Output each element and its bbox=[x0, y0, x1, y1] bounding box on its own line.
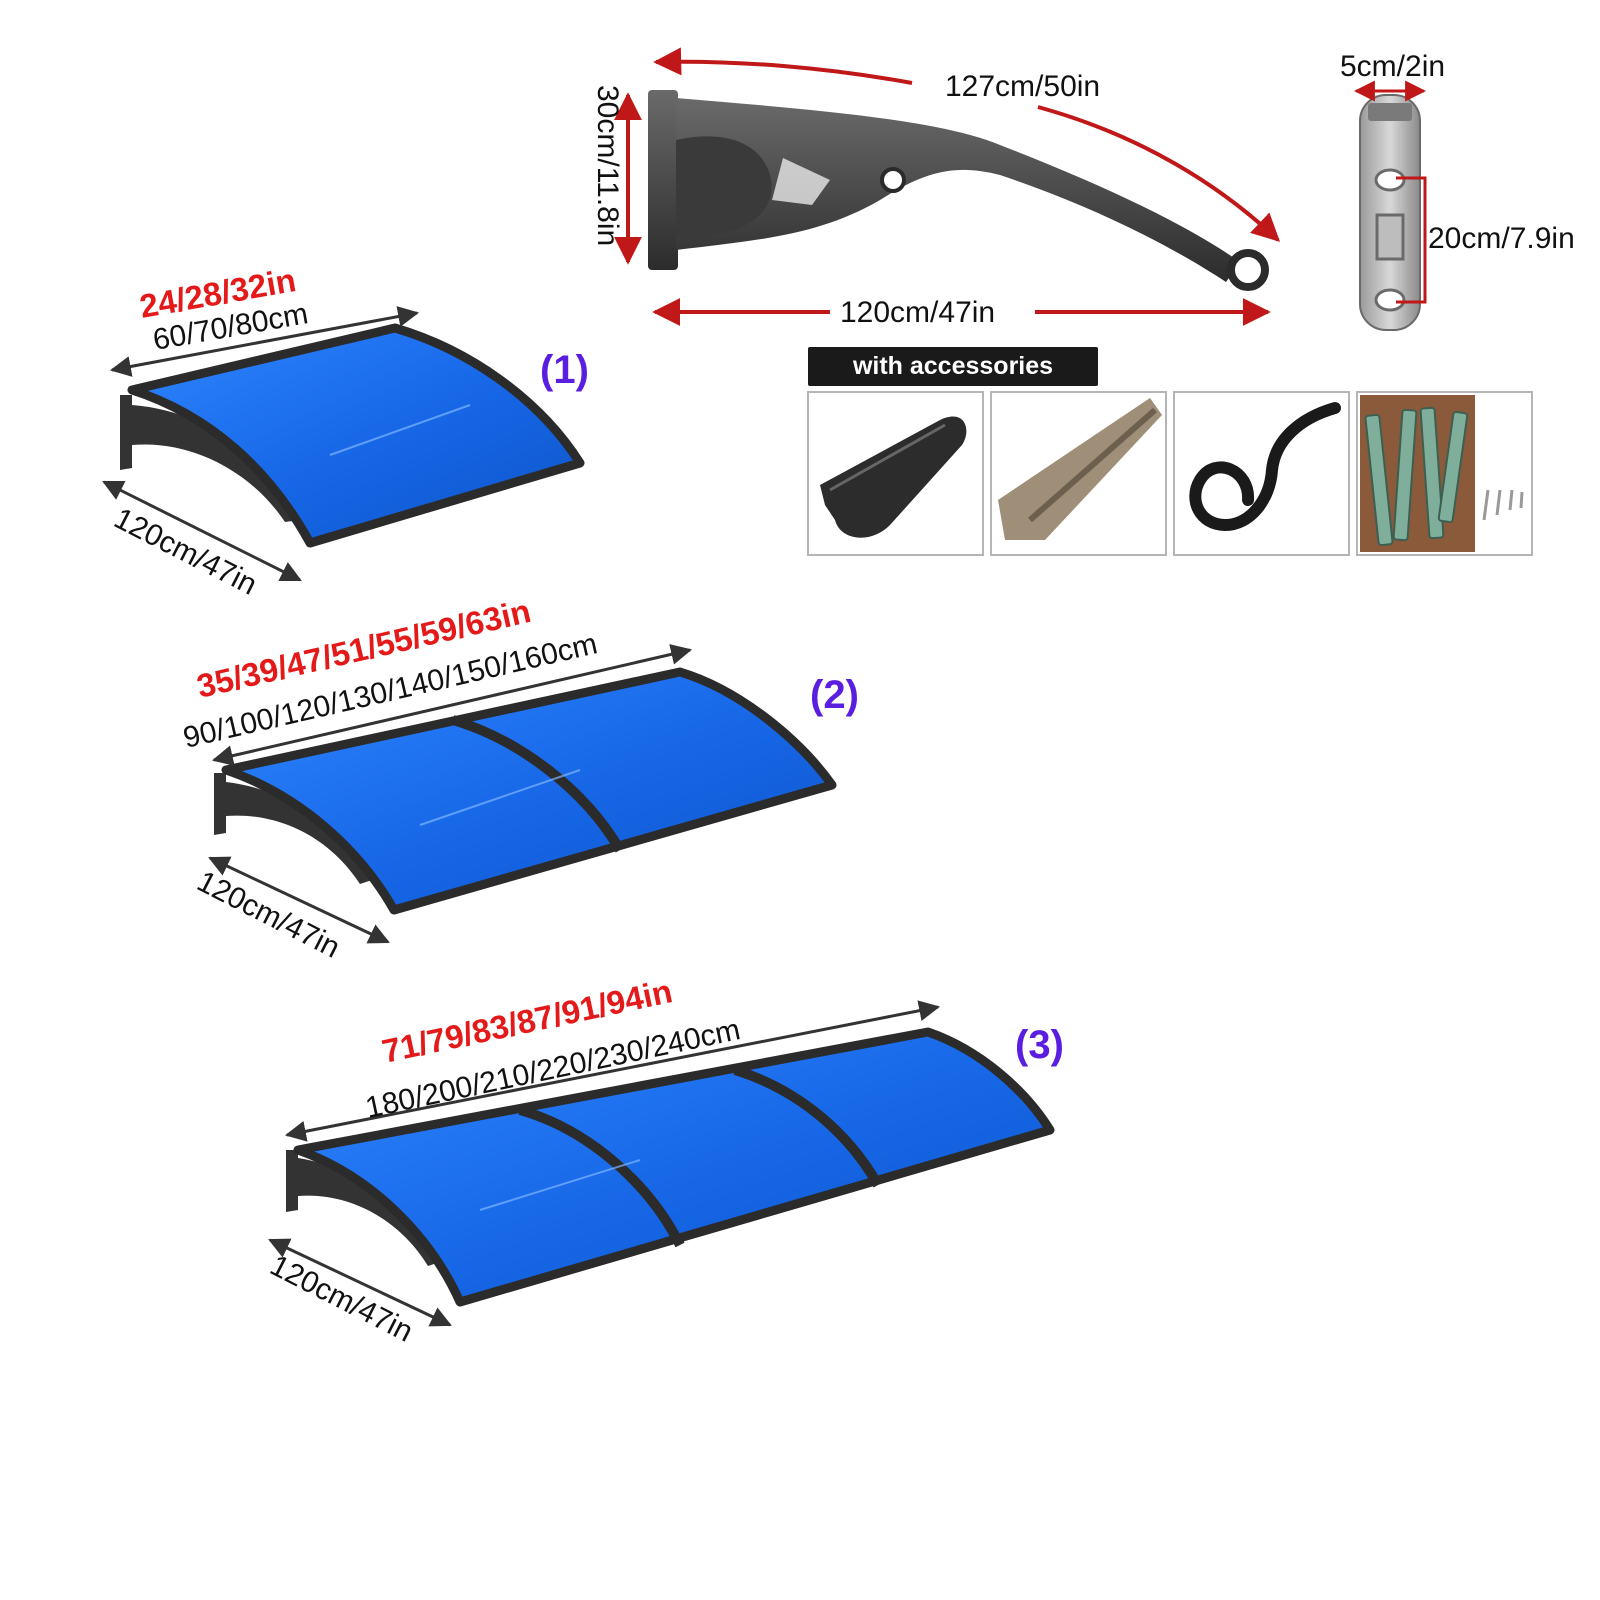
canopy-1-glare bbox=[329, 404, 471, 456]
canopy-1-width-arrow bbox=[109, 306, 420, 377]
canopy-1-bracket bbox=[120, 395, 132, 470]
canopy-1-brace bbox=[132, 405, 300, 522]
height-label: 30cm/11.8in bbox=[591, 85, 624, 246]
aluminium-rail-icon bbox=[998, 398, 1162, 540]
canopy-3-width-arrow bbox=[284, 1000, 941, 1142]
rubber-seal-icon bbox=[1189, 402, 1341, 532]
canopy-3-brace bbox=[298, 1158, 440, 1266]
canopy-3-glare bbox=[479, 1159, 641, 1211]
hole-spacing-label: 20cm/7.9in bbox=[1428, 222, 1575, 255]
arc-length-label: 127cm/50in bbox=[945, 70, 1100, 103]
screws-icon bbox=[1482, 489, 1524, 521]
gutter-icon bbox=[820, 416, 967, 538]
canopy-1-panel bbox=[127, 323, 585, 548]
bracket-arm bbox=[676, 98, 1240, 282]
mount-plate-hole-top bbox=[1374, 168, 1406, 192]
accessories-banner: with accessories bbox=[808, 347, 1098, 386]
canopy-1-index: (1) bbox=[540, 348, 589, 392]
canopy-2-brace bbox=[226, 782, 372, 884]
canopy-3: 71/79/83/87/91/94in 180/200/210/220/230/… bbox=[265, 972, 1064, 1348]
canopy-2: 35/39/47/51/55/59/63in 90/100/120/130/14… bbox=[180, 592, 859, 965]
canopy-2-bracket bbox=[214, 773, 226, 835]
canopy-3-panel bbox=[293, 1027, 1055, 1307]
bracket-wall-plate bbox=[648, 90, 678, 270]
accessories-label: with accessories bbox=[852, 352, 1054, 380]
arc-length-arrow-b bbox=[1037, 105, 1281, 242]
hole-spacing-bracket bbox=[1396, 176, 1427, 304]
canopy-3-depth-arrow bbox=[268, 1238, 452, 1327]
canopy-2-width-arrow bbox=[211, 644, 693, 766]
projection-label: 120cm/47in bbox=[840, 296, 995, 329]
rail-groove bbox=[1028, 407, 1157, 523]
mount-plate-window bbox=[1375, 213, 1405, 261]
mount-plate-hole-bottom bbox=[1374, 288, 1406, 312]
canopy-1: 24/28/32in 60/70/80cm 120cm/47in (1) bbox=[102, 261, 589, 602]
mount-plate-slot-top bbox=[1368, 103, 1412, 121]
canopy-1-depth-label: 120cm/47in bbox=[109, 502, 262, 602]
bracket-cutout bbox=[772, 158, 830, 205]
canopy-3-index: (3) bbox=[1015, 1023, 1064, 1067]
accessories-row bbox=[807, 391, 1533, 556]
expansion-bolts-icon bbox=[1364, 406, 1469, 547]
bracket-brace bbox=[676, 136, 772, 237]
arc-length-arrow bbox=[653, 47, 913, 85]
plate-width-label: 5cm/2in bbox=[1340, 50, 1445, 83]
canopy-2-index: (2) bbox=[810, 673, 859, 717]
bracket-end-ring bbox=[1227, 249, 1269, 291]
canopy-1-depth-arrow bbox=[102, 480, 302, 582]
bracket-hole bbox=[880, 167, 906, 193]
gutter-highlight bbox=[829, 423, 946, 492]
bracket-diagram: 127cm/50in 30cm/11.8in 120cm/47in bbox=[591, 47, 1281, 329]
canopy-2-depth-label: 120cm/47in bbox=[192, 865, 345, 965]
mount-plate-diagram: 5cm/2in 20cm/7.9in bbox=[1340, 50, 1575, 331]
canopy-2-depth-arrow bbox=[208, 856, 390, 944]
canopy-2-glare bbox=[419, 769, 581, 826]
canopy-3-bracket bbox=[286, 1150, 298, 1212]
